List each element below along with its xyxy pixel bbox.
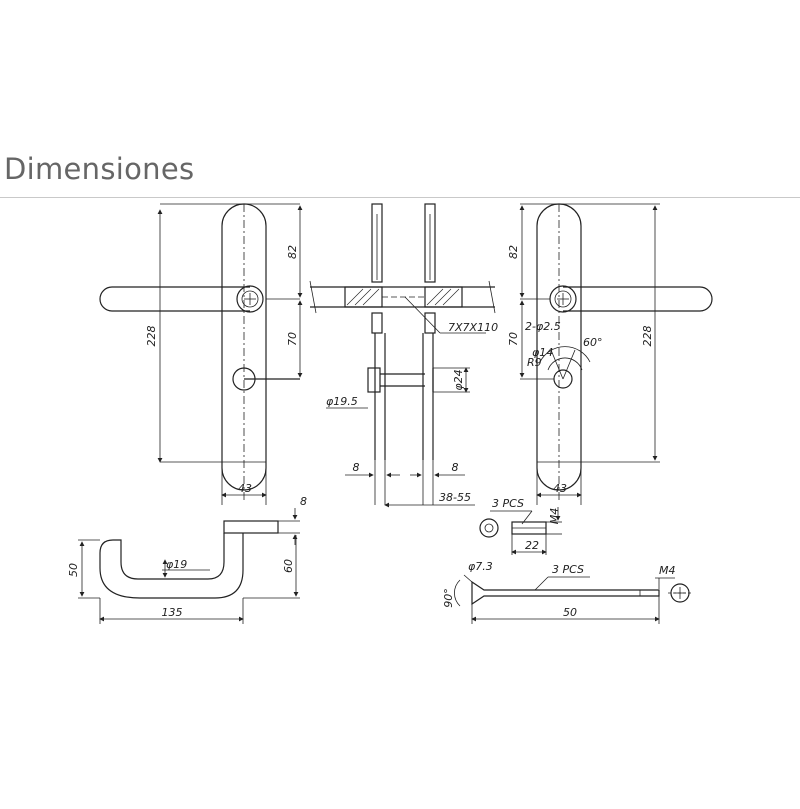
front-view: 228 82 70 43	[99, 203, 303, 505]
front-lever	[99, 286, 250, 312]
dim-screw2-len: 50	[563, 606, 577, 619]
dim-section-left: 8	[353, 461, 360, 474]
section-left-rose	[344, 286, 383, 308]
dim-rear-height: 228	[641, 326, 654, 347]
dim-front-height: 228	[145, 326, 158, 347]
dim-screw2-angle: 90°	[442, 588, 455, 608]
section-right-plate-bottom	[424, 312, 436, 334]
dim-section-right: 8	[452, 461, 459, 474]
dim-screw2-dia: φ7.3	[468, 560, 493, 573]
long-screw-body	[471, 580, 660, 606]
dim-front-top: 82	[286, 245, 299, 259]
dim-rose-dia: φ19.5	[326, 395, 358, 408]
label-screw2-qty: 3 PCS	[552, 563, 584, 576]
section-right-plate-top	[424, 203, 436, 283]
page-title: Dimensiones	[4, 152, 195, 186]
section-left-plate-top	[371, 203, 383, 283]
sleeve-nut-end	[479, 518, 499, 538]
label-screw2-thread: M4	[659, 564, 676, 577]
dim-handle-thick: 8	[300, 495, 307, 508]
front-spindle-hole	[241, 290, 259, 308]
rear-view: 2-φ2.5 60° φ14 R9 82 70 228 43	[507, 203, 713, 505]
lever-side-view: 8 60 50 φ19 135	[67, 495, 307, 624]
section-left-plate-bottom	[371, 312, 383, 334]
dim-rear-width: 43	[553, 482, 567, 495]
label-screw1-qty: 3 PCS	[492, 497, 524, 510]
label-spindle: 7X7X110	[448, 321, 498, 334]
dim-handle-dia: φ19	[166, 558, 187, 571]
dim-front-mid: 70	[286, 332, 299, 346]
label-turn-r: R9	[527, 356, 542, 369]
label-screw1-thread: M4	[548, 508, 561, 525]
dim-rose-dia2: φ24	[452, 369, 465, 390]
section-view: 7X7X110 φ19.5 φ24 8 8 38-55	[309, 203, 498, 508]
label-turn-holes: 2-φ2.5	[525, 320, 561, 333]
section-turn-rose	[367, 367, 381, 393]
dim-front-width: 43	[238, 482, 252, 495]
dim-handle-height: 60	[282, 559, 295, 573]
title-divider	[0, 197, 800, 198]
screw-long-view: φ7.3 3 PCS M4 90° 50	[442, 560, 692, 624]
screw-sleeve-view: 3 PCS M4 22	[479, 497, 562, 555]
dim-handle-len: 135	[162, 606, 183, 619]
lever-profile	[99, 533, 244, 599]
section-right-rose	[424, 286, 463, 308]
dim-rear-mid: 70	[507, 332, 520, 346]
dim-screw1-len: 22	[525, 539, 539, 552]
dim-door-range: 38-55	[439, 491, 471, 504]
front-rose	[236, 285, 264, 313]
lever-rose-side	[223, 520, 279, 534]
rear-lever	[563, 286, 713, 312]
label-turn-angle: 60°	[583, 336, 603, 349]
dim-handle-drop: 50	[67, 563, 80, 577]
label-turn-d1: φ14	[532, 346, 553, 359]
dim-rear-top: 82	[507, 245, 520, 259]
